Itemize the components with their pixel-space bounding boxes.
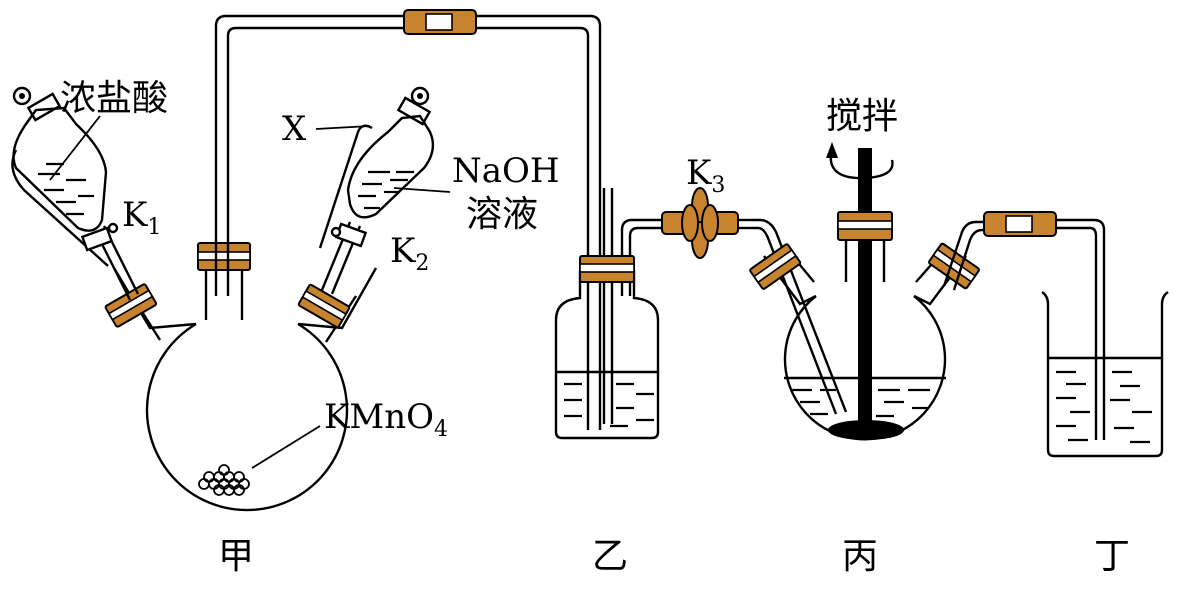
stopper-bing-middle	[837, 211, 893, 241]
stopper-jia-right	[297, 283, 351, 329]
funnel-hcl-knob	[12, 86, 32, 106]
bottle-yi-liquid	[556, 370, 658, 428]
kmno4-pellets	[198, 464, 250, 496]
hcl-pointer	[49, 115, 101, 181]
beaker-ding-liquid	[1048, 356, 1162, 444]
connector-k3	[661, 187, 752, 259]
funnel-hcl	[11, 86, 140, 301]
label-k3: K3	[686, 153, 725, 198]
stirrer-shaft	[858, 148, 872, 428]
flask-jia	[112, 267, 378, 512]
stirrer-paddle	[828, 420, 904, 440]
stopcock-k1-handle	[107, 222, 119, 234]
funnel-hcl-side-arm	[11, 149, 109, 267]
funnel-naoh	[315, 86, 451, 295]
funnel-hcl-liquid	[38, 162, 94, 216]
label-stir: 搅拌	[826, 96, 898, 137]
funnel-naoh-knob-dot	[417, 93, 423, 99]
tube-into-beaker	[1056, 218, 1106, 440]
label-k2: K2	[390, 231, 429, 276]
stopper-bing-right	[928, 242, 980, 290]
funnel-naoh-neck	[396, 96, 432, 126]
label-naoh-line2: 溶液	[466, 194, 538, 235]
bottle-yi	[554, 188, 664, 440]
station-label-yi: 乙	[592, 536, 628, 577]
rubber-connector-top	[403, 9, 477, 35]
label-k1: K1	[122, 195, 161, 240]
flask-jia-middle-neck	[204, 270, 244, 320]
clamp-k3	[681, 187, 719, 259]
stir-arrowhead	[826, 142, 838, 158]
label-kmno4: KMnO4	[324, 397, 448, 442]
beaker-ding-body	[1041, 291, 1169, 458]
funnel-hcl-body	[12, 106, 108, 232]
stopper-jia-middle	[197, 242, 251, 271]
flask-jia-right-neck-outer	[297, 267, 378, 330]
funnel-hcl-neck	[26, 92, 62, 122]
stopper-yi	[579, 255, 635, 283]
flask-jia-body	[145, 322, 349, 512]
bottle-yi-long-tube	[602, 188, 614, 424]
tube-jia-to-yi	[214, 9, 602, 430]
kmno4-pointer	[251, 425, 321, 469]
stopper-bing-left	[749, 243, 802, 290]
funnel-naoh-knob	[410, 86, 430, 106]
beaker-ding	[1041, 291, 1169, 458]
stopper-jia-left	[104, 283, 158, 328]
label-x: X	[282, 109, 307, 149]
stopcock-k1	[80, 226, 114, 252]
funnel-hcl-knob-dot	[19, 93, 25, 99]
stir-rotation-arrow	[829, 147, 894, 180]
flask-bing-middle-neck	[844, 236, 886, 282]
tube-bing-to-ding	[983, 211, 1106, 440]
funnel-naoh-liquid	[358, 170, 414, 210]
station-label-ding: 丁	[1094, 536, 1130, 577]
x-pointer	[315, 125, 371, 130]
flask-bing-outlet	[942, 220, 986, 291]
bottle-yi-body	[554, 270, 660, 440]
flask-bing-inlet	[752, 218, 848, 415]
stopcock-k2-handle	[330, 226, 342, 238]
label-naoh-line1: NaOH	[452, 151, 560, 191]
station-label-jia: 甲	[218, 536, 254, 577]
funnel-naoh-body	[346, 114, 435, 219]
tube-inner	[226, 26, 590, 430]
tube-outer	[214, 14, 602, 430]
naoh-pointer	[393, 187, 451, 193]
flask-jia-left-neck-outer	[112, 267, 197, 330]
label-hcl: 浓盐酸	[60, 78, 168, 119]
station-label-bing: 丙	[842, 536, 878, 577]
bottle-yi-outlet	[620, 218, 664, 296]
flask-bing	[749, 142, 986, 441]
